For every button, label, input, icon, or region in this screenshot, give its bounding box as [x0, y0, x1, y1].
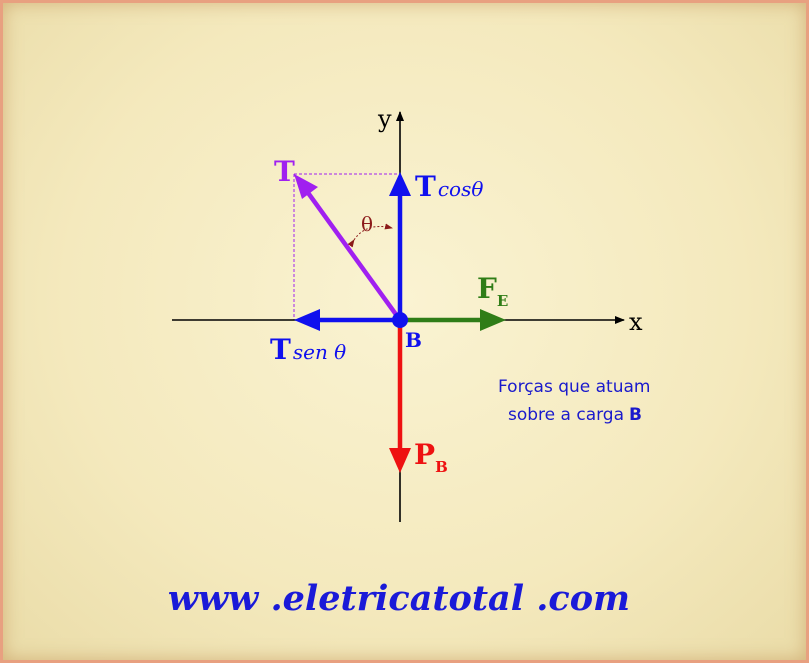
y-axis-label: y — [377, 105, 392, 133]
x-axis-label: x — [629, 308, 643, 336]
t-cos-arrowhead — [389, 172, 411, 196]
electric-force-label: FE — [477, 272, 508, 310]
t-sen-arrowhead — [294, 309, 320, 331]
point-b-label: B — [405, 328, 422, 352]
caption-line-1: Forças que atuam — [498, 377, 650, 397]
weight-arrowhead — [389, 448, 411, 473]
tension-vector — [304, 188, 402, 322]
tension-arrowhead — [294, 174, 318, 199]
website-url: www .eletricatotal .com — [168, 578, 630, 619]
tension-label: T — [274, 155, 295, 188]
weight-label: PB — [414, 438, 448, 476]
electric-force-arrowhead — [480, 309, 506, 331]
point-b-dot — [392, 312, 408, 328]
angle-label: θ — [361, 212, 373, 236]
